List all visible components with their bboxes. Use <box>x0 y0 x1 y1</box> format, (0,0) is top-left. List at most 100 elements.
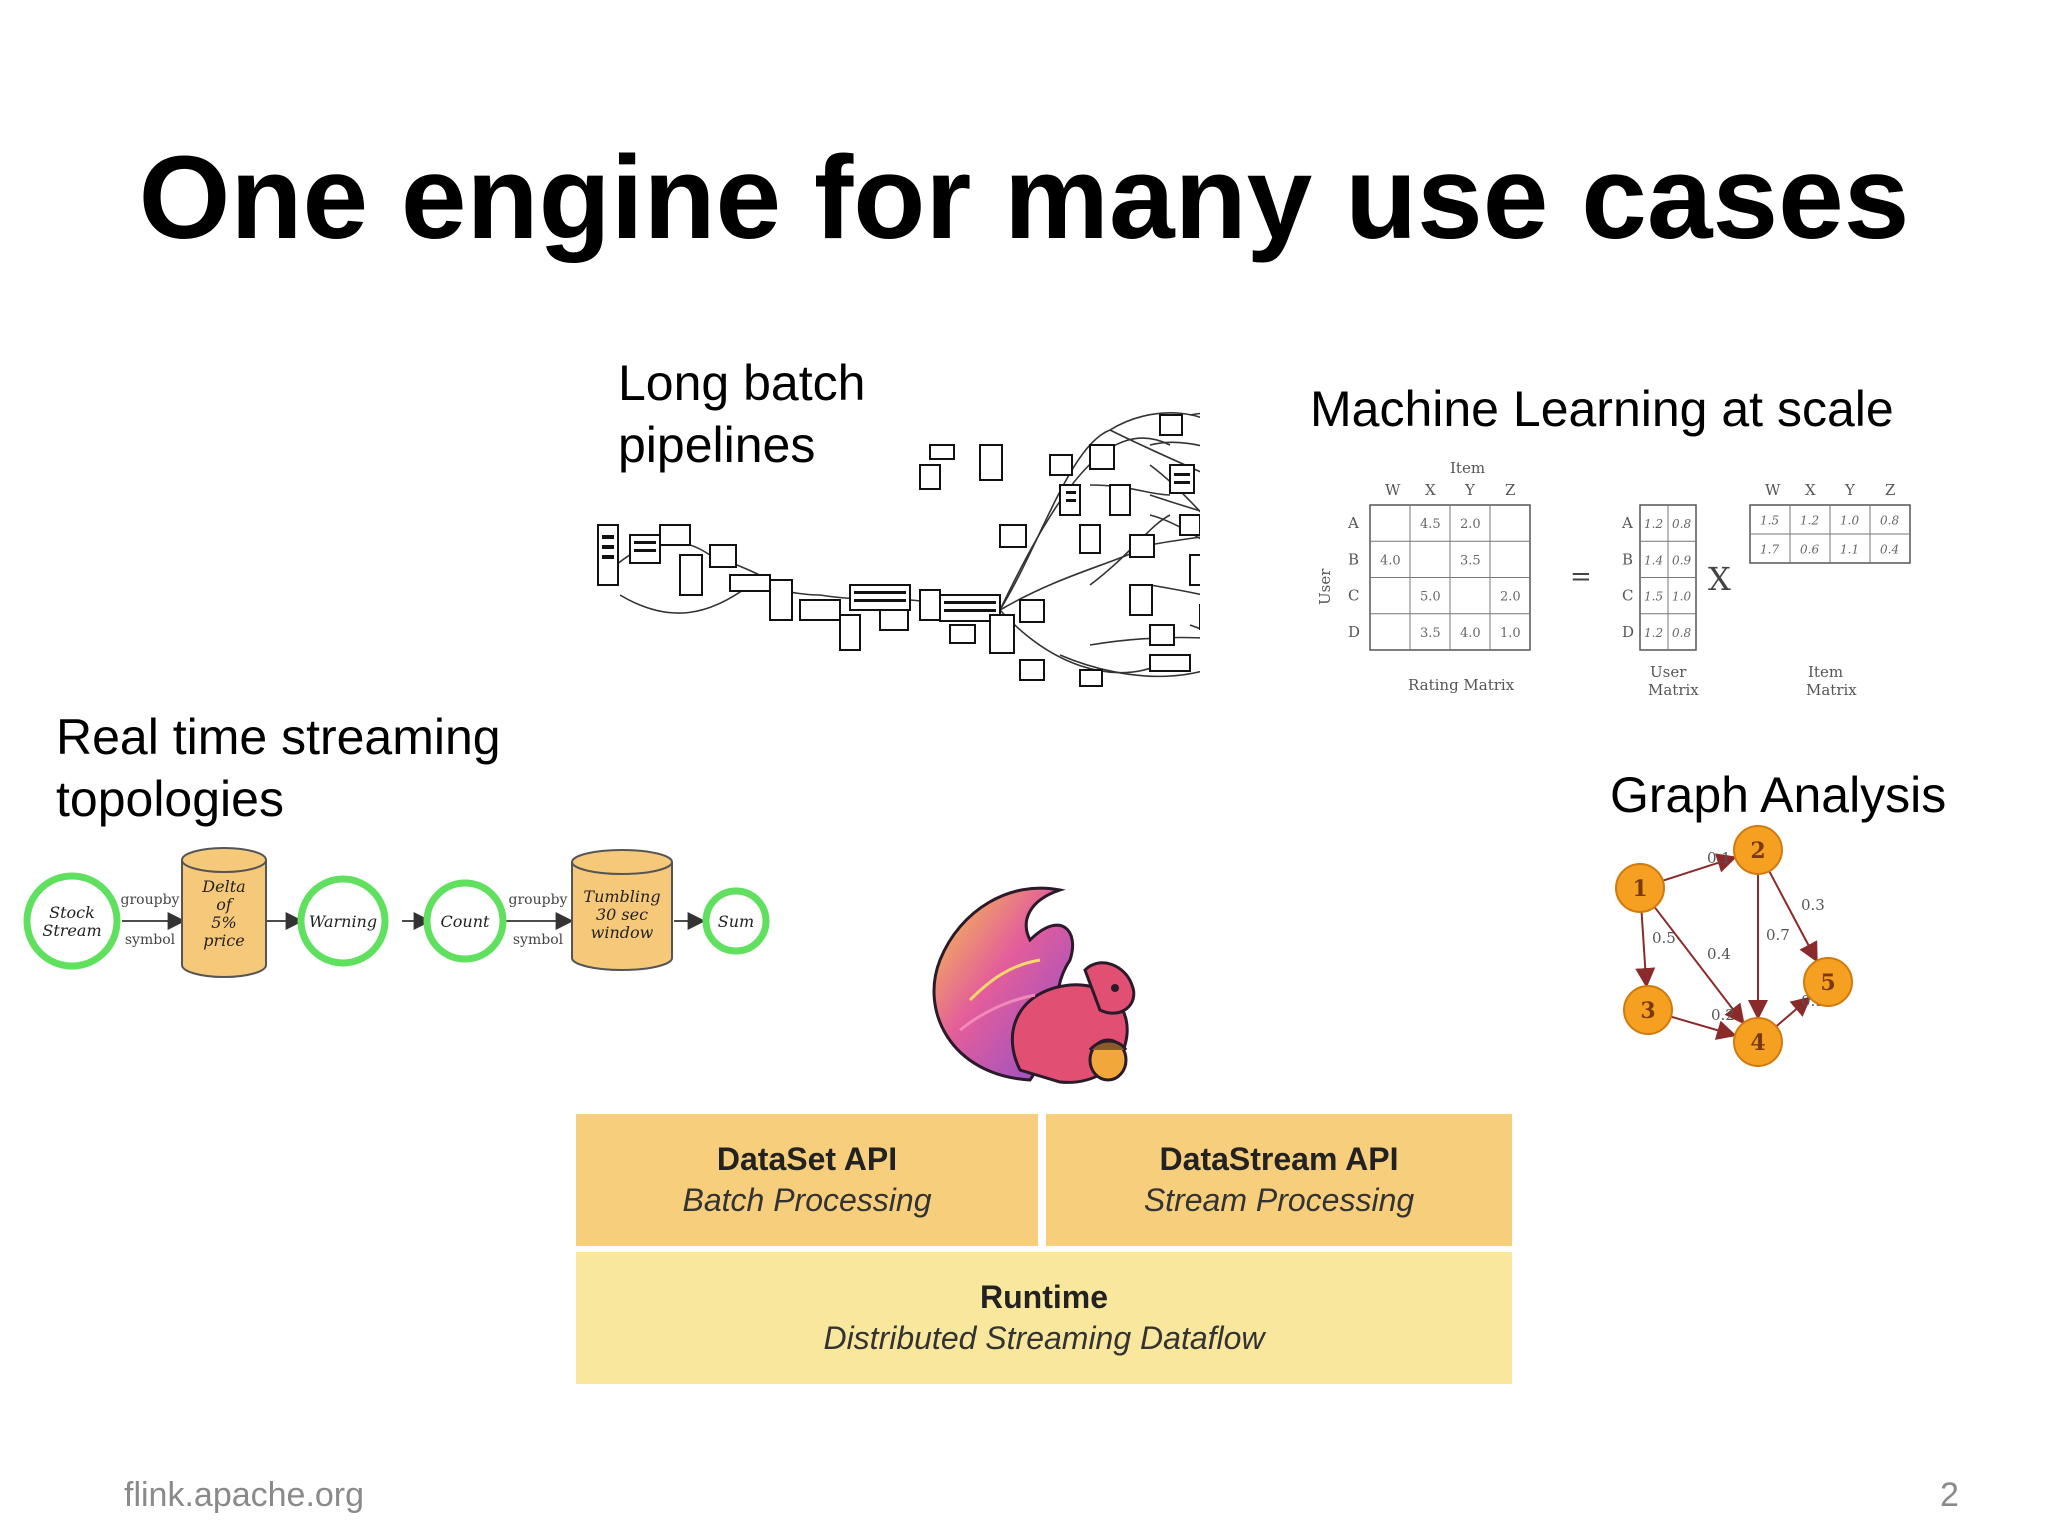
flink-squirrel-logo <box>932 886 1136 1084</box>
tumbling-text-1: Tumbling <box>583 887 660 906</box>
dataset-api-title: DataSet API <box>716 1141 898 1177</box>
item-col-W: W <box>1765 481 1781 499</box>
user-cell: 1.4 <box>1644 553 1663 567</box>
stream-node-tumbling <box>571 849 673 971</box>
ml-equals: = <box>1570 562 1592 592</box>
rating-cell: 5.0 <box>1420 590 1441 605</box>
edge-label-groupby-1: groupby <box>121 892 180 908</box>
graph-edges: 0.10.50.40.70.30.20.9 <box>1635 849 1825 1040</box>
graph-edge-weight: 0.7 <box>1766 926 1790 944</box>
rating-row-D: D <box>1348 623 1360 641</box>
ml-user-label: User <box>1316 568 1334 605</box>
warning-text: Warning <box>309 912 377 931</box>
page-number: 2 <box>1940 1476 1959 1514</box>
graph-edge-weight: 0.1 <box>1707 849 1731 867</box>
dataset-api-subtitle: Batch Processing <box>682 1182 932 1218</box>
user-cell: 0.8 <box>1672 626 1691 640</box>
batch-label-line1: Long batch <box>618 355 866 411</box>
graph-edge-weight: 0.5 <box>1652 929 1676 947</box>
graph-node <box>1623 985 1673 1035</box>
item-cell: 0.6 <box>1800 543 1819 557</box>
tumbling-text-2: 30 sec <box>596 905 648 924</box>
user-row-C: C <box>1622 587 1633 605</box>
graph-node <box>1803 957 1853 1007</box>
dataset-api-box: DataSet API Batch Processing <box>576 1114 1038 1246</box>
user-row-B: B <box>1622 550 1633 568</box>
batch-pipeline-diagram <box>597 412 1200 687</box>
user-matrix-caption-1: User <box>1650 663 1687 681</box>
rating-matrix-caption: Rating Matrix <box>1408 676 1515 694</box>
rating-cell: 4.0 <box>1460 626 1481 641</box>
graph-node-label: 1 <box>1632 876 1647 902</box>
stream-node-stock <box>23 872 121 970</box>
rating-cell: 4.0 <box>1380 553 1401 568</box>
delta-text-4: price <box>203 931 244 950</box>
delta-text-1: Delta <box>201 877 245 896</box>
ml-label: Machine Learning at scale <box>1310 381 1894 437</box>
item-col-X: X <box>1805 481 1816 499</box>
edge-label-symbol-1: symbol <box>125 932 176 948</box>
graph-node-label: 3 <box>1640 998 1655 1024</box>
graph-node <box>1733 825 1783 875</box>
datastream-api-title: DataStream API <box>1159 1141 1399 1177</box>
user-row-D: D <box>1622 623 1634 641</box>
graph-node <box>1733 1017 1783 1067</box>
user-cell: 1.2 <box>1644 626 1663 640</box>
runtime-box: Runtime Distributed Streaming Dataflow <box>576 1252 1512 1384</box>
item-matrix-caption-1: Item <box>1808 663 1843 681</box>
item-cell: 1.0 <box>1840 514 1859 528</box>
graph-edge <box>1662 853 1738 882</box>
rating-cell: 3.5 <box>1420 626 1441 641</box>
item-matrix-caption-2: Matrix <box>1806 681 1857 699</box>
item-col-Y: Y <box>1844 481 1856 499</box>
rating-row-B: B <box>1348 550 1359 568</box>
ml-item-label: Item <box>1450 459 1485 477</box>
sum-text: Sum <box>718 912 754 931</box>
count-text: Count <box>441 912 490 931</box>
datastream-api-box: DataStream API Stream Processing <box>1046 1114 1512 1246</box>
rating-cell: 2.0 <box>1500 590 1521 605</box>
item-cell: 0.4 <box>1880 543 1899 557</box>
rating-cell: 4.5 <box>1420 517 1441 532</box>
item-cell: 1.7 <box>1760 543 1779 557</box>
rating-col-Y: Y <box>1464 481 1476 499</box>
datastream-api-subtitle: Stream Processing <box>1143 1182 1415 1218</box>
graph-edge <box>1670 1015 1737 1040</box>
graph-edge <box>1635 911 1656 989</box>
graph-node-label: 2 <box>1750 838 1765 864</box>
user-cell: 1.0 <box>1672 590 1691 604</box>
edge-label-symbol-2: symbol <box>513 932 564 948</box>
streaming-label-line2: topologies <box>56 771 284 827</box>
stock-text-1: Stock <box>49 903 95 922</box>
batch-label-line2: pipelines <box>618 417 816 473</box>
ml-times: X <box>1708 560 1731 598</box>
rating-row-C: C <box>1348 587 1359 605</box>
user-cell: 1.2 <box>1644 517 1663 531</box>
rating-col-X: X <box>1425 481 1436 499</box>
rating-col-W: W <box>1385 481 1401 499</box>
graph-edge-weight: 0.2 <box>1711 1006 1735 1024</box>
rating-col-Z: Z <box>1505 481 1515 499</box>
user-cell: 0.8 <box>1672 517 1691 531</box>
delta-text-3: 5% <box>211 913 236 932</box>
graph-edge <box>1768 870 1818 963</box>
graph-node-label: 4 <box>1750 1030 1765 1056</box>
graph-edge-weight: 0.3 <box>1801 896 1825 914</box>
item-cell: 1.2 <box>1800 514 1819 528</box>
graph-node <box>1615 863 1665 913</box>
edge-label-groupby-2: groupby <box>509 892 568 908</box>
slide-title: One engine for many use cases <box>138 132 1910 264</box>
batch-label: Long batch pipelines <box>618 352 865 476</box>
rating-cell: 1.0 <box>1500 626 1521 641</box>
stream-node-delta <box>181 847 267 978</box>
stream-node-warning <box>297 875 389 967</box>
streaming-label-line1: Real time streaming <box>56 709 501 765</box>
delta-text-2: of <box>216 895 235 914</box>
runtime-title: Runtime <box>980 1279 1108 1315</box>
graph-edge <box>1775 996 1812 1028</box>
streaming-label: Real time streaming topologies <box>56 706 501 830</box>
